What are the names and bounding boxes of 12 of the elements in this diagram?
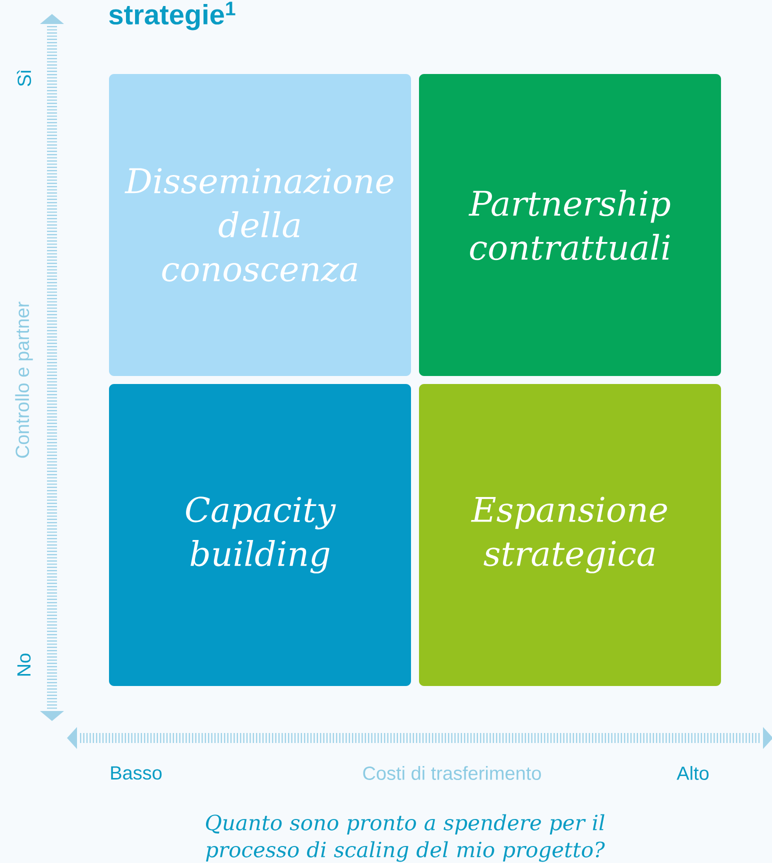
- title: strategie$^{1}$: [109, 2, 236, 30]
- quadrant-box: Espansione strategica: [419, 384, 721, 686]
- axis-label: Costi di trasferimento: [363, 766, 541, 780]
- axis-label: Sì: [16, 70, 32, 86]
- quadrant-box: Capacity building: [109, 384, 411, 686]
- caption: Quanto sono pronto a spendere per il processo di scaling del mio progetto?: [206, 814, 605, 862]
- quadrant-box: Disseminazione della conoscenza: [109, 74, 411, 376]
- axis-label: Basso: [111, 766, 162, 780]
- axis-label: No: [17, 654, 31, 676]
- axis-label: Controllo e partner: [15, 302, 33, 458]
- axis-label: Alto: [676, 766, 709, 780]
- quadrant-box: Partnership contrattuali: [419, 74, 721, 376]
